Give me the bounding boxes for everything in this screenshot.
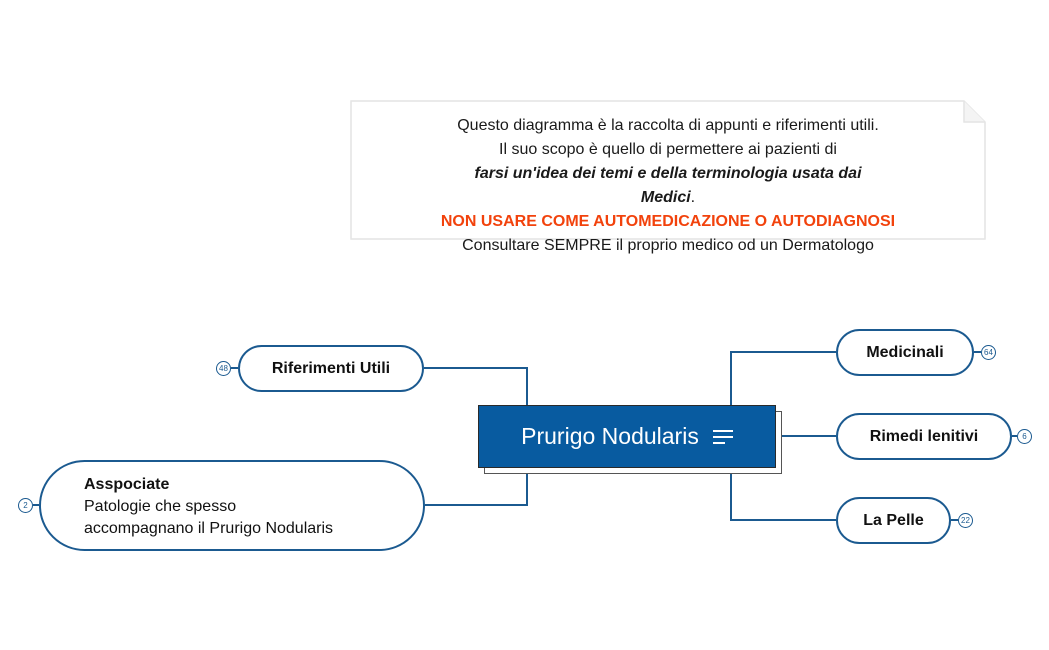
note-line-4-tail: . — [690, 189, 696, 206]
central-topic[interactable]: Prurigo Nodularis — [478, 405, 776, 468]
topic-rimedi-lenitivi[interactable]: Rimedi lenitivi — [836, 413, 1012, 460]
topic-la-pelle-label: La Pelle — [863, 511, 924, 529]
note-warning: NON USARE COME AUTOMEDICAZIONE O AUTODIA… — [440, 213, 896, 230]
link-medicinali — [730, 351, 836, 405]
link-riferimenti — [424, 367, 528, 405]
topic-la-pelle[interactable]: La Pelle — [836, 497, 951, 544]
riferimenti-count-badge[interactable]: 48 — [216, 361, 231, 376]
pelle-count-badge[interactable]: 22 — [958, 513, 973, 528]
note-line-1: Questo diagramma è la raccolta di appunt… — [457, 117, 879, 134]
note-line-4-italic: Medici — [640, 189, 691, 206]
topic-medicinali-label: Medicinali — [866, 343, 944, 361]
topic-medicinali[interactable]: Medicinali — [836, 329, 974, 376]
rimedi-count-badge[interactable]: 6 — [1017, 429, 1032, 444]
topic-associate[interactable] — [39, 460, 425, 551]
note-line-6: Consultare SEMPRE il proprio medico od u… — [462, 237, 874, 254]
note-card: Questo diagramma è la raccolta di appunt… — [350, 100, 986, 254]
topic-associate-text: Asspociate Patologie che spesso accompag… — [84, 474, 344, 540]
note-line-3: farsi un'idea dei temi e della terminolo… — [474, 165, 862, 182]
medicinali-count-badge[interactable]: 64 — [981, 345, 996, 360]
topic-associate-title: Asspociate — [84, 476, 170, 493]
note-card-shape — [350, 100, 986, 240]
note-line-4: Medici. — [350, 186, 986, 210]
topic-rimedi-lenitivi-label: Rimedi lenitivi — [869, 427, 979, 445]
note-text: Questo diagramma è la raccolta di appunt… — [350, 114, 986, 258]
notes-menu-icon[interactable] — [712, 429, 733, 445]
central-topic-label: Prurigo Nodularis — [521, 423, 699, 449]
link-associate — [425, 468, 528, 506]
link-pelle — [730, 468, 836, 521]
topic-riferimenti-utili-label: Riferimenti Utili — [271, 359, 391, 377]
note-line-2: Il suo scopo è quello di permettere ai p… — [499, 141, 837, 158]
topic-riferimenti-utili[interactable]: Riferimenti Utili — [238, 345, 424, 392]
topic-associate-description: Patologie che spesso accompagnano il Pru… — [84, 498, 334, 537]
associate-count-badge[interactable]: 2 — [18, 498, 33, 513]
